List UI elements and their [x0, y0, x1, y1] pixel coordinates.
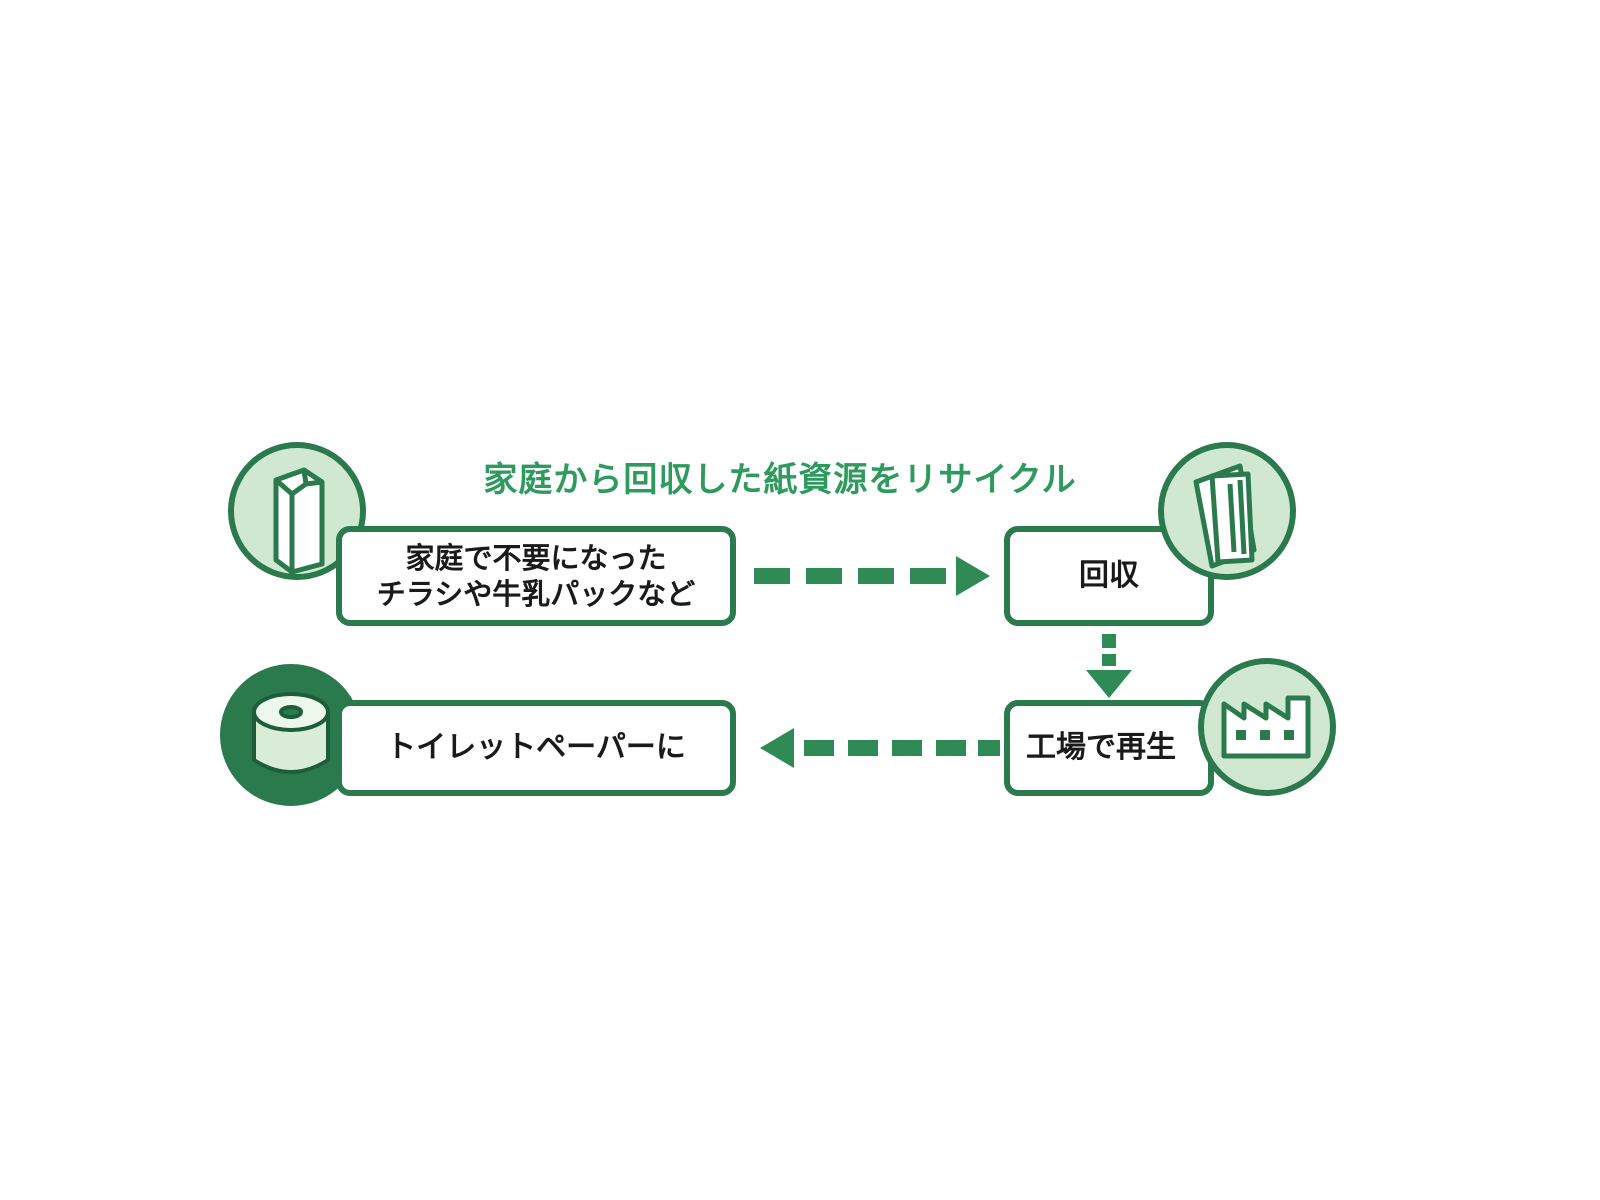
- collection-label: 回収: [1079, 558, 1139, 594]
- households-line2: チラシや牛乳パックなど: [376, 577, 696, 611]
- factory-icon: [1196, 656, 1338, 798]
- toilet-paper-label: トイレットペーパーに: [386, 730, 686, 766]
- factory-label: 工場で再生: [1026, 730, 1176, 766]
- toilet-paper-roll-icon: [218, 662, 364, 808]
- arrow-households-to-collection: [754, 556, 990, 596]
- arrow-factory-to-toilet: [760, 728, 1000, 768]
- milk-carton-icon: [226, 440, 368, 582]
- paper-bundle-icon: [1156, 440, 1298, 582]
- step-factory-box: 工場で再生: [1004, 700, 1214, 796]
- diagram-title: 家庭から回収した紙資源をリサイクル: [483, 460, 1077, 500]
- arrow-collection-to-factory: [1086, 634, 1132, 698]
- step-collection-box: 回収: [1004, 526, 1214, 626]
- step-households-box: 家庭で不要になった チラシや牛乳パックなど: [336, 526, 736, 626]
- step-toilet-paper-box: トイレットペーパーに: [336, 700, 736, 796]
- households-line1: 家庭で不要になった: [405, 540, 667, 575]
